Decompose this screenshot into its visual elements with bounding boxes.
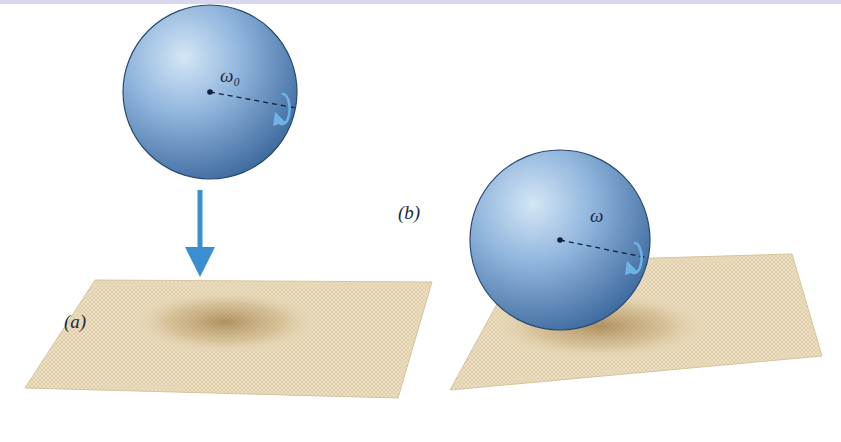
panel-letter: (a) — [64, 312, 86, 331]
angular-velocity-label: ω — [590, 206, 603, 225]
spin-arrow — [277, 94, 290, 124]
shadow — [130, 290, 320, 354]
angular-velocity-label: ω₀ — [220, 66, 240, 85]
motion-arrow — [198, 190, 203, 262]
sphere — [470, 150, 650, 330]
spin-arrow — [629, 243, 642, 273]
sphere — [123, 5, 297, 179]
top-strip — [0, 0, 841, 4]
panel-letter: (b) — [398, 203, 420, 222]
surface — [25, 280, 432, 398]
